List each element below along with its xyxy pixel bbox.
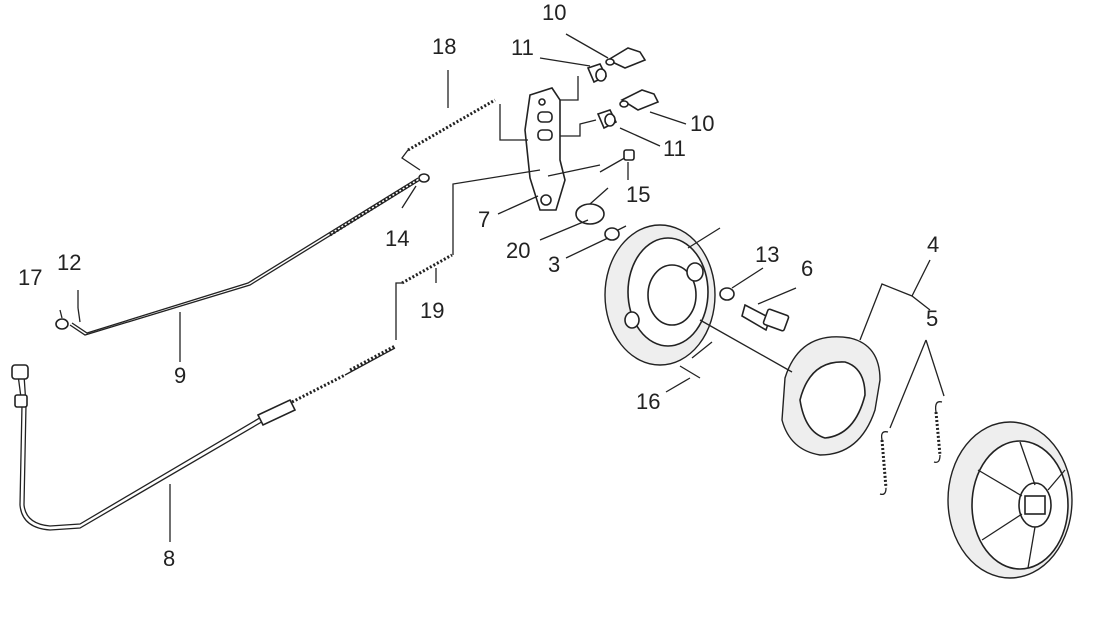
label-10-right: 10 [690,111,714,136]
part-5-shoe-spring-left [879,431,889,496]
part-13-seal [719,287,735,301]
part-18-spring [407,98,496,152]
label-4: 4 [927,232,939,257]
label-5: 5 [926,306,938,331]
label-13: 13 [755,242,779,267]
part-8-brake-cable [11,344,396,531]
label-8: 8 [163,546,175,571]
part-7-bracket [524,87,566,211]
part-16-bolt [679,365,701,379]
label-16: 16 [636,389,660,414]
brake-backing-plate [604,224,721,366]
label-12: 12 [57,250,81,275]
part-6-brake-cam [741,303,790,332]
part-10-pin-lower [619,89,660,111]
part-12-clip [77,307,81,323]
wheel-hub [947,421,1073,579]
part-19-spring [401,253,453,285]
label-15: 15 [626,182,650,207]
part-20-torsion-spring [575,187,609,225]
part-14-nut [418,173,430,183]
label-14: 14 [385,226,409,251]
label-10-top: 10 [542,0,566,25]
part-11-bushing-lower [596,109,618,130]
part-9-brake-rod-cable [69,177,421,336]
leader-lines [59,33,945,542]
label-9: 9 [174,363,186,388]
label-11-right: 11 [663,136,686,161]
part-11-bushing-upper [586,63,608,84]
label-7: 7 [478,207,490,232]
label-6: 6 [801,256,813,281]
part-3-washer [604,225,627,241]
part-4-brake-shoe [781,336,881,456]
label-20: 20 [506,238,530,263]
label-3: 3 [548,252,560,277]
label-17: 17 [18,265,42,290]
part-17-washer [55,318,69,330]
part-5-shoe-spring-right [933,401,943,463]
part-15-bolt [599,149,635,173]
label-11-top: 11 [511,35,534,60]
label-19: 19 [420,298,444,323]
label-18: 18 [432,34,456,59]
part-10-pin-upper [605,47,647,69]
